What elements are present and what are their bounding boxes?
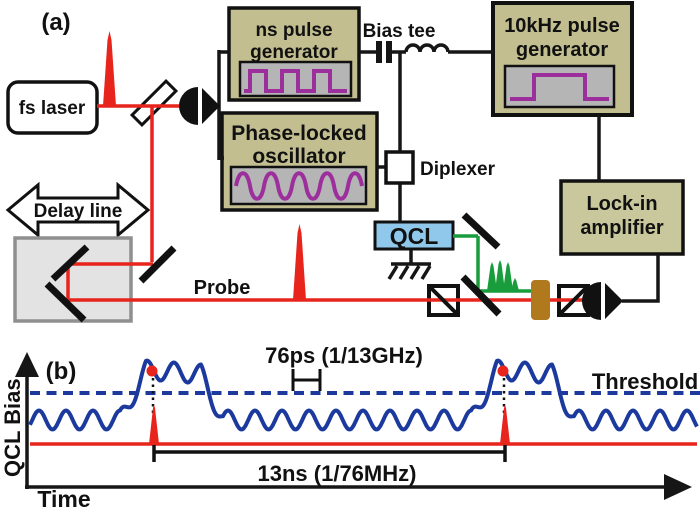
panel-a-label: (a) [41, 9, 70, 36]
axes-lines [25, 372, 666, 489]
red-beam-path [64, 104, 594, 302]
detector-to-lockin-wire [622, 254, 660, 303]
phase-locked-oscillator-label-1: Phase-locked [231, 122, 366, 145]
khz-pulse-generator-label-1: 10kHz pulse [504, 15, 620, 37]
diplexer-label: Diplexer [420, 159, 496, 180]
capacitor-plate-icon [376, 41, 382, 63]
bias-tee-label: Bias tee [363, 21, 436, 42]
delay-mirror-lower [44, 281, 87, 323]
photodetector-icon [605, 283, 623, 319]
ns-pulse-generator-label-2: generator [250, 42, 338, 63]
inductor-coil-icon [404, 43, 450, 53]
period-bracket-76ps [291, 369, 322, 391]
x-axis-label: Time [37, 486, 90, 510]
period-annotation: 76ps (1/13GHz) [265, 343, 423, 368]
qcl-label: QCL [390, 223, 439, 249]
ns-pulse-generator-label-1: ns pulse [255, 20, 332, 41]
emitted-pulse-spike [149, 405, 159, 444]
crossing-point-dot [497, 365, 509, 377]
green-pulse-spike [503, 262, 513, 291]
green-pulse-spike [487, 262, 497, 291]
sample-crystal [531, 280, 550, 320]
probe-pulse-spike [293, 224, 306, 300]
photodetector-lens-icon [582, 282, 601, 320]
fs-laser-label: fs laser [19, 98, 86, 119]
fs-pulse-spike [103, 31, 116, 106]
beam-combining-mirror [460, 274, 502, 317]
spacing-annotation: 13ns (1/76MHz) [258, 461, 417, 486]
cube-2-diagonal [559, 286, 588, 315]
panel-b-label: (b) [46, 358, 77, 385]
lock-in-amplifier-label-1: Lock-in [586, 193, 657, 215]
delay-line-arrow [5, 181, 151, 239]
lock-in-amplifier-box [559, 179, 685, 256]
photodetector-icon [202, 88, 220, 124]
x-axis-arrowhead-icon [664, 474, 692, 500]
capacitor-plate-icon [386, 41, 392, 63]
ground-icon [387, 249, 432, 280]
delay-mirror-upper [50, 244, 90, 282]
green-pulse-spike [495, 260, 505, 291]
crossing-point-dot [146, 365, 158, 377]
lock-in-amplifier-label-2: amplifier [580, 217, 664, 239]
probe-label: Probe [194, 277, 251, 299]
spacing-bracket-13ns [152, 445, 507, 462]
photodetector-lens-icon [179, 87, 198, 125]
cube-1-diagonal [429, 286, 458, 315]
bias-waveform-group [28, 358, 700, 462]
square-wave-icon [244, 69, 347, 93]
single-pulse-icon [510, 73, 609, 101]
green-pulse-spike [511, 278, 519, 291]
qcl-bias-wave [28, 358, 699, 432]
qcl-output-mirror [461, 212, 501, 250]
panel-a: (a) fs laser ns pulse generator Phase-lo… [5, 1, 685, 323]
fold-mirror [138, 245, 177, 284]
delay-line-label: Delay line [34, 201, 123, 222]
panel-b: (b) QCL Bias Time Threshold 76ps (1/13GH… [0, 343, 700, 510]
qcl-box [373, 220, 455, 251]
y-axis-label: QCL Bias [0, 378, 25, 477]
khz-pulse-generator-label-2: generator [516, 39, 608, 61]
beam-sampler [129, 78, 179, 128]
threshold-label: Threshold [592, 369, 698, 394]
phase-locked-oscillator-label-2: oscillator [252, 145, 345, 168]
emitted-pulse-spike [500, 405, 510, 444]
y-axis-arrowhead-icon [15, 352, 39, 377]
sine-wave-icon [234, 171, 364, 201]
diplexer-box [384, 150, 415, 185]
